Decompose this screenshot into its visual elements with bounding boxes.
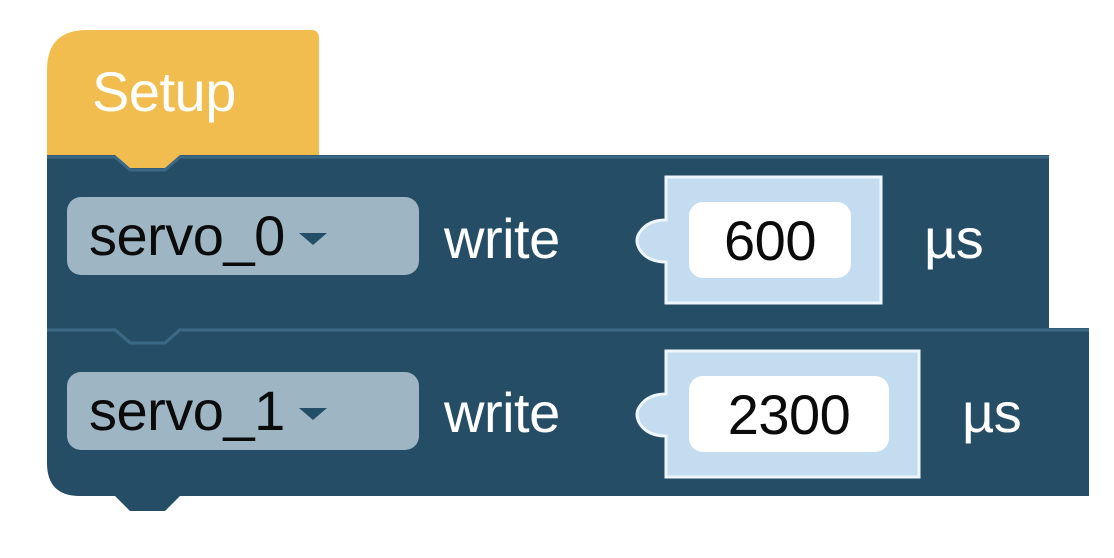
block-highlight xyxy=(47,155,1049,172)
chevron-down-icon xyxy=(298,408,327,420)
setup-label: Setup xyxy=(92,60,236,123)
write-label: write xyxy=(444,207,560,270)
chevron-down-icon xyxy=(298,233,327,245)
servo-dropdown-label: servo_1 xyxy=(89,379,285,442)
servo-dropdown-0[interactable]: servo_0 xyxy=(67,197,419,275)
write-label: write xyxy=(444,381,560,444)
block-highlight xyxy=(47,328,1089,345)
unit-label: µs xyxy=(962,381,1022,444)
servo-value-input-0[interactable] xyxy=(689,202,851,278)
setup-block-shape[interactable] xyxy=(47,30,319,168)
servo-value-input-1[interactable] xyxy=(689,376,889,452)
servo-dropdown-label: servo_0 xyxy=(89,204,285,267)
unit-label: µs xyxy=(924,207,984,270)
servo-dropdown-1[interactable]: servo_1 xyxy=(67,372,419,450)
